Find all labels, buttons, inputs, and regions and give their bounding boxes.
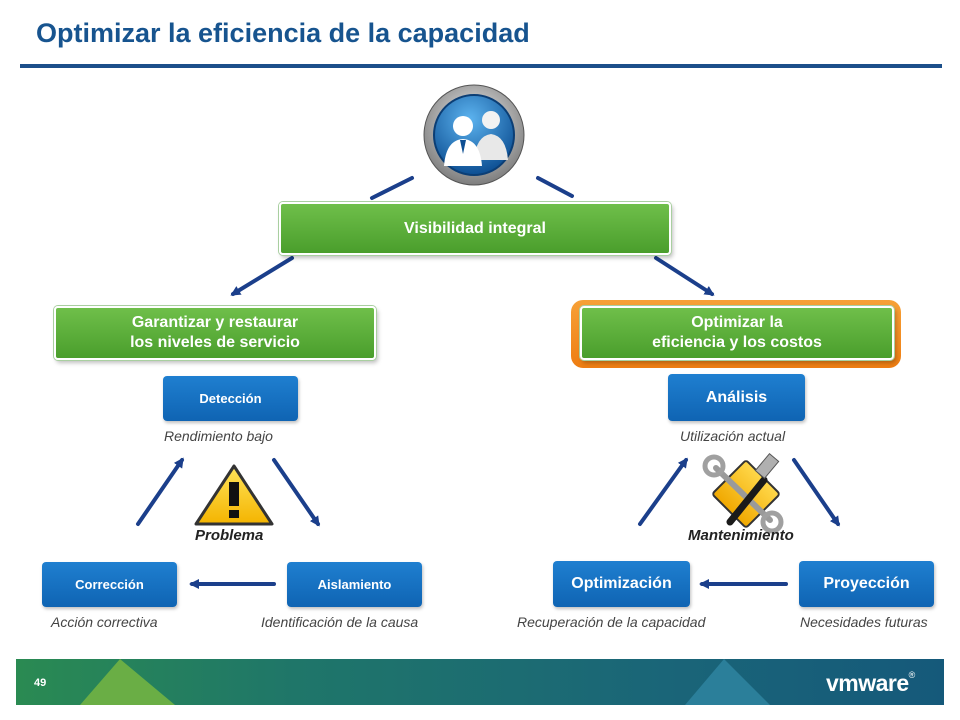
right-header-line2: eficiencia y los costos bbox=[652, 334, 822, 351]
vmware-logo: vmware® bbox=[826, 670, 915, 696]
cycle-label-problema: Problema bbox=[195, 527, 264, 544]
visibility-box: Visibilidad integral bbox=[279, 202, 671, 255]
left-header-box: Garantizar y restaurar los niveles de se… bbox=[54, 306, 376, 360]
arrow-analisis-proyeccion bbox=[792, 458, 840, 527]
step-proyeccion: Proyección bbox=[799, 561, 934, 607]
brand-text: vmware bbox=[826, 670, 909, 696]
right-header-box: Optimizar la eficiencia y los costos bbox=[580, 306, 894, 360]
visibility-label: Visibilidad integral bbox=[404, 219, 546, 237]
slide-title: Optimizar la eficiencia de la capacidad bbox=[36, 18, 530, 48]
step-aislamiento-label: Aislamiento bbox=[317, 577, 392, 592]
arrow-optimizacion-analisis bbox=[638, 457, 688, 526]
step-optimizacion: Optimización bbox=[553, 561, 690, 607]
step-analisis: Análisis bbox=[668, 374, 805, 421]
arrow-correccion-deteccion bbox=[136, 457, 184, 526]
step-proyeccion-label: Proyección bbox=[823, 575, 910, 592]
arrow-top-left bbox=[370, 176, 414, 200]
step-aislamiento: Aislamiento bbox=[287, 562, 422, 607]
caption-optimizacion: Recuperación de la capacidad bbox=[517, 614, 706, 630]
right-header-line1: Optimizar la bbox=[691, 314, 783, 331]
caption-deteccion: Rendimiento bajo bbox=[164, 428, 273, 444]
step-analisis-label: Análisis bbox=[705, 388, 768, 406]
caption-correccion: Acción correctiva bbox=[51, 614, 158, 630]
step-correccion-label: Corrección bbox=[75, 577, 144, 592]
left-header-line2: los niveles de servicio bbox=[130, 334, 300, 351]
arrow-to-right-header bbox=[654, 256, 715, 296]
arrow-to-left-header bbox=[230, 256, 294, 296]
step-optimizacion-label: Optimización bbox=[571, 575, 672, 592]
caption-analisis: Utilización actual bbox=[680, 428, 786, 444]
caption-aislamiento: Identificación de la causa bbox=[261, 614, 419, 630]
arrow-deteccion-aislamiento bbox=[272, 458, 320, 527]
page-number: 49 bbox=[34, 677, 47, 689]
cycle-label-mantenimiento: Mantenimiento bbox=[688, 527, 794, 544]
step-deteccion: Detección bbox=[163, 376, 298, 421]
arrow-top-right bbox=[536, 176, 574, 198]
caption-proyeccion: Necesidades futuras bbox=[800, 614, 928, 630]
title-rule bbox=[20, 64, 942, 68]
step-correccion: Corrección bbox=[42, 562, 177, 607]
step-deteccion-label: Detección bbox=[199, 391, 262, 406]
left-header-line1: Garantizar y restaurar bbox=[131, 314, 299, 331]
